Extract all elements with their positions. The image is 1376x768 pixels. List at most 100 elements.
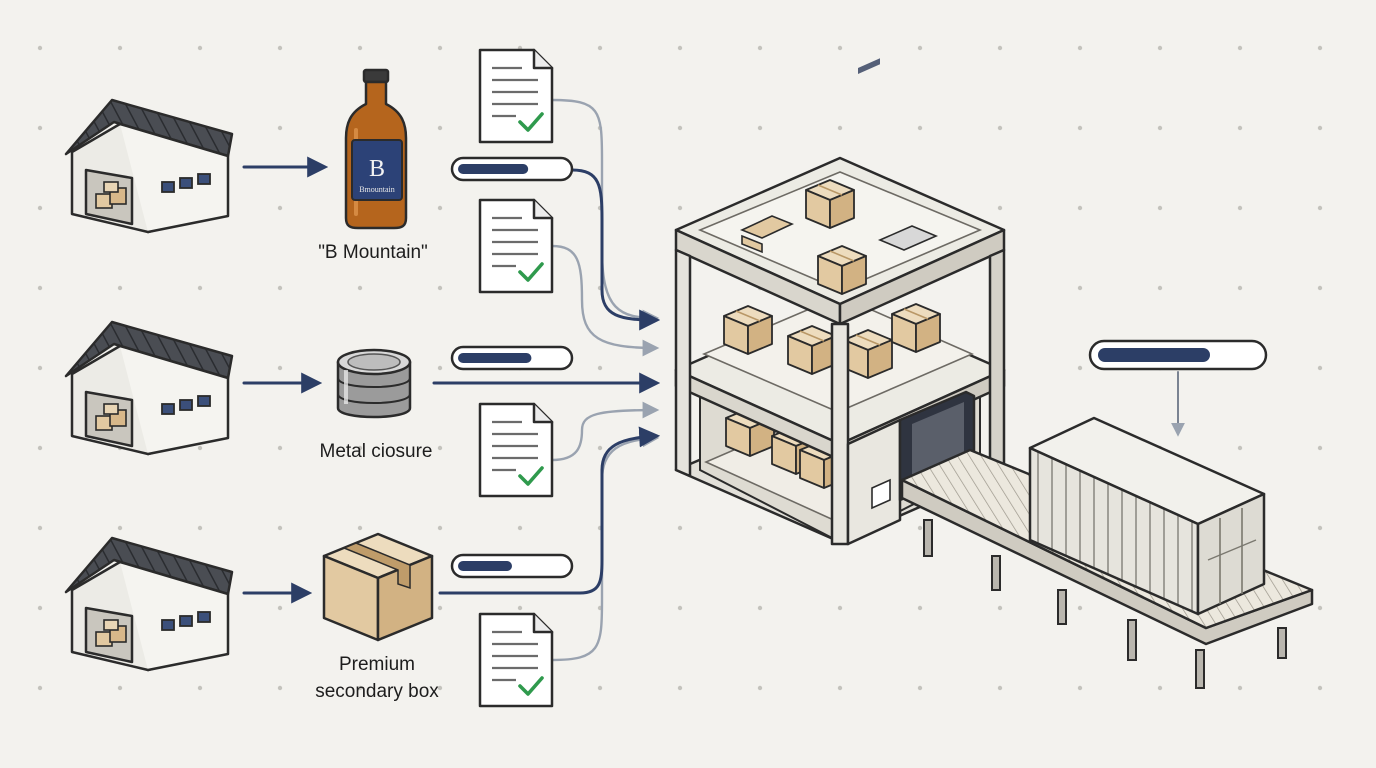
grid-dot xyxy=(437,205,443,211)
grid-dot xyxy=(357,285,363,291)
arrow-icon xyxy=(570,168,661,331)
grid-dot xyxy=(757,605,763,611)
grid-dot xyxy=(1077,125,1083,131)
grid-dot xyxy=(37,45,43,51)
grid-dot xyxy=(37,365,43,371)
warehouse-icon xyxy=(64,536,234,672)
grid-dot xyxy=(197,45,203,51)
grid-dot xyxy=(277,445,283,451)
grid-dot xyxy=(757,45,763,51)
grid-dot xyxy=(437,525,443,531)
grid-dot xyxy=(1157,685,1163,691)
arrow-icon xyxy=(438,426,661,595)
grid-dot xyxy=(1237,45,1243,51)
grid-dot xyxy=(277,205,283,211)
grid-dot xyxy=(597,685,603,691)
grid-dot xyxy=(1317,205,1323,211)
grid-dot xyxy=(117,45,123,51)
grid-dot xyxy=(117,285,123,291)
grid-dot xyxy=(1157,205,1163,211)
grid-dot xyxy=(997,605,1003,611)
grid-dot xyxy=(437,605,443,611)
grid-dot xyxy=(1237,685,1243,691)
grid-dot xyxy=(437,125,443,131)
grid-dot xyxy=(837,605,843,611)
document-check-icon xyxy=(478,402,554,498)
bottle-label-text: Bmountain xyxy=(359,185,395,194)
grid-dot xyxy=(1077,45,1083,51)
grid-dot xyxy=(357,685,363,691)
grid-dot xyxy=(997,125,1003,131)
grid-dot xyxy=(277,285,283,291)
grid-dot xyxy=(1317,365,1323,371)
grid-dot xyxy=(357,525,363,531)
grid-dot xyxy=(37,285,43,291)
grid-dot xyxy=(1317,605,1323,611)
grid-dot xyxy=(437,685,443,691)
grid-dot xyxy=(997,685,1003,691)
grid-dot xyxy=(1157,285,1163,291)
document-check-icon xyxy=(478,48,554,144)
grid-dot xyxy=(677,205,683,211)
grid-dot xyxy=(437,45,443,51)
grid-dot xyxy=(757,525,763,531)
warehouse-icon xyxy=(64,98,234,234)
shipping-container-icon xyxy=(1028,416,1266,616)
grid-dot xyxy=(1077,685,1083,691)
grid-dot xyxy=(1237,285,1243,291)
grid-dot xyxy=(517,525,523,531)
grid-dot xyxy=(677,525,683,531)
amber-bottle-icon: B Bmountain xyxy=(344,68,408,230)
grid-dot xyxy=(37,685,43,691)
grid-dot xyxy=(517,605,523,611)
grid-dot xyxy=(1157,125,1163,131)
progress-bar xyxy=(450,553,574,579)
grid-dot xyxy=(37,525,43,531)
grid-dot xyxy=(917,605,923,611)
grid-dot xyxy=(1317,285,1323,291)
grid-dot xyxy=(677,125,683,131)
connectors xyxy=(242,98,1185,662)
grid-dot xyxy=(357,45,363,51)
grid-dot xyxy=(837,45,843,51)
container-progress-bar xyxy=(1088,339,1268,371)
grid-dot xyxy=(757,125,763,131)
grid-dot xyxy=(1237,445,1243,451)
grid-dot xyxy=(357,445,363,451)
input-label-bottle: "B Mountain" xyxy=(318,242,428,263)
arrow-icon xyxy=(550,98,660,327)
grid-dot xyxy=(197,445,203,451)
grid-dot xyxy=(197,285,203,291)
grid-dot xyxy=(677,685,683,691)
grid-dot xyxy=(277,45,283,51)
grid-dot xyxy=(997,205,1003,211)
document-check-icon xyxy=(478,198,554,294)
grid-dot xyxy=(597,365,603,371)
grid-dot xyxy=(597,445,603,451)
grid-dot xyxy=(1317,525,1323,531)
input-label-closure: Metal ciosure xyxy=(320,441,433,462)
grid-dot xyxy=(917,125,923,131)
arrow-icon xyxy=(550,244,660,357)
arrow-icon xyxy=(550,430,660,662)
grid-dot xyxy=(757,685,763,691)
metal-closure-icon xyxy=(336,348,412,419)
grid-dot xyxy=(917,45,923,51)
grid-dot xyxy=(1157,45,1163,51)
grid-dot xyxy=(597,45,603,51)
grid-dot xyxy=(37,445,43,451)
grid-dot xyxy=(1237,125,1243,131)
grid-dot xyxy=(277,365,283,371)
grid-dot xyxy=(677,45,683,51)
grid-dot xyxy=(1077,205,1083,211)
cardboard-box-icon xyxy=(322,532,434,642)
grid-dot xyxy=(277,605,283,611)
grid-dot xyxy=(437,445,443,451)
input-label-box-line1: Premium xyxy=(339,654,415,675)
grid-dot xyxy=(37,605,43,611)
grid-dot xyxy=(917,685,923,691)
grid-dot xyxy=(1077,285,1083,291)
grid-dot xyxy=(1077,605,1083,611)
grid-dot xyxy=(37,205,43,211)
grid-dot xyxy=(277,525,283,531)
